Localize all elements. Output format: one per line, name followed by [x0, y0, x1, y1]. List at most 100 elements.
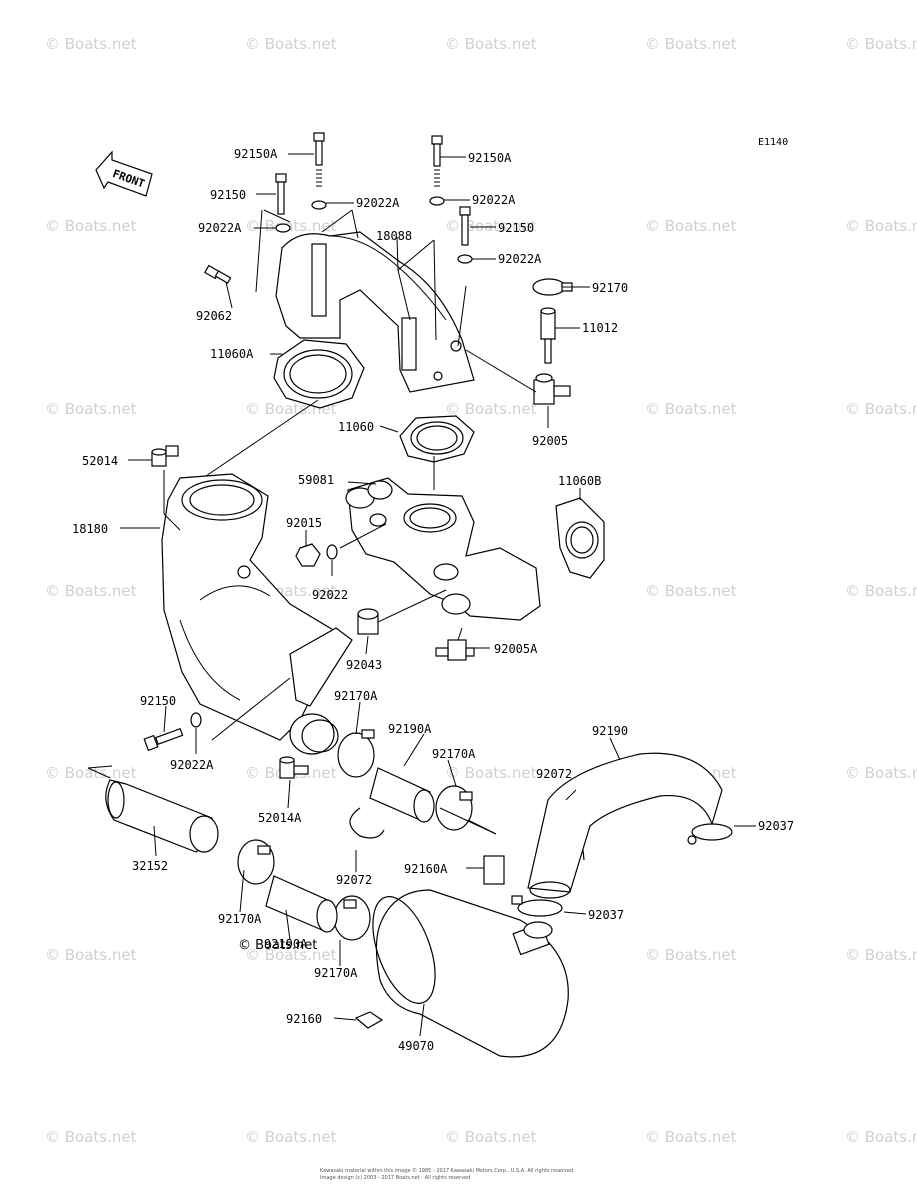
part-label[interactable]: 49070: [398, 1039, 435, 1053]
hose-92190A-2: [265, 875, 338, 933]
gasket-11060B: [555, 497, 605, 579]
diagram-code: E1140: [758, 137, 789, 148]
part-label[interactable]: 11060B: [558, 474, 602, 488]
part-label[interactable]: 92022A: [498, 252, 542, 266]
part-label[interactable]: 92150: [498, 221, 535, 235]
watermark-text: © Boats.net: [445, 400, 537, 418]
clamp-92037-2: [511, 895, 563, 917]
watermark-text: © Boats.net: [45, 1128, 137, 1146]
part-label[interactable]: 92190: [592, 724, 629, 738]
part-label[interactable]: 92170A: [432, 747, 476, 761]
hose-92190: [527, 752, 723, 899]
watermark-text: © Boats.net: [845, 582, 917, 600]
fitting-52014A: [279, 756, 309, 779]
watermark-center: © Boats.net: [238, 938, 318, 953]
part-label[interactable]: 18180: [72, 522, 109, 536]
part-label[interactable]: 92043: [346, 658, 383, 672]
part-label[interactable]: 92170A: [334, 689, 378, 703]
watermark-text: © Boats.net: [45, 400, 137, 418]
watermark-text: © Boats.net: [845, 946, 917, 964]
part-label[interactable]: 92190A: [388, 722, 432, 736]
bolt-92150-left: [275, 173, 287, 215]
gasket-11060A: [273, 339, 365, 409]
watermark-text: © Boats.net: [445, 1128, 537, 1146]
pipe-11012: [540, 307, 556, 364]
part-label[interactable]: 92160: [286, 1012, 323, 1026]
part-label[interactable]: 92005: [532, 434, 569, 448]
gasket-11060: [399, 415, 475, 463]
part-label[interactable]: 92037: [758, 819, 795, 833]
part-label[interactable]: 18088: [376, 229, 413, 243]
clamp-92037-1: [687, 823, 733, 845]
part-label[interactable]: 92190A: [264, 937, 308, 951]
muffler-49070: [372, 889, 569, 1058]
copyright-line-1: Kawasaki material within this image © 19…: [320, 1168, 575, 1174]
part-label[interactable]: 92022A: [472, 193, 516, 207]
clamp-92170A-4: [333, 895, 371, 941]
part-label[interactable]: 92072: [336, 873, 373, 887]
part-label[interactable]: 92170: [592, 281, 629, 295]
spacer-92043: [357, 608, 379, 635]
part-label[interactable]: 92150: [140, 694, 177, 708]
part-label[interactable]: 11012: [582, 321, 619, 335]
bolt-92150A-left: [313, 132, 325, 187]
watermark-text: © Boats.net: [45, 764, 137, 782]
part-label[interactable]: 92150A: [234, 147, 278, 161]
front-arrow-icon: FRONT: [95, 150, 153, 197]
washer-92022: [326, 544, 338, 560]
band-92072-1: [349, 807, 385, 839]
part-label[interactable]: 59081: [298, 473, 335, 487]
pad-92160: [354, 1011, 384, 1029]
watermark-text: © Boats.net: [245, 35, 337, 53]
pipe-32152: [105, 779, 219, 853]
chamber-59081: [345, 477, 541, 621]
leader-lines: [87, 153, 756, 1037]
watermark-text: © Boats.net: [245, 946, 337, 964]
watermark-text: © Boats.net: [645, 1128, 737, 1146]
pad-92160A: [483, 855, 505, 885]
washer-92022A-1: [311, 200, 327, 210]
watermark-text: © Boats.net: [45, 946, 137, 964]
part-label[interactable]: 52014: [82, 454, 119, 468]
fitting-92005A: [435, 639, 475, 661]
part-label[interactable]: 11060A: [210, 347, 254, 361]
part-label[interactable]: 92037: [588, 908, 625, 922]
washer-92022A-4: [457, 254, 473, 264]
watermark-text: © Boats.net: [645, 582, 737, 600]
watermark-text: © Boats.net: [45, 35, 137, 53]
part-label[interactable]: 11060: [338, 420, 375, 434]
washer-92022A-3: [275, 223, 291, 233]
watermark-text: © Boats.net: [445, 35, 537, 53]
part-label[interactable]: 92160A: [404, 862, 448, 876]
part-label[interactable]: 92072: [536, 767, 573, 781]
part-label[interactable]: 92022A: [198, 221, 242, 235]
part-label[interactable]: 32152: [132, 859, 169, 873]
part-label[interactable]: 92005A: [494, 642, 538, 656]
washer-92022A-2: [429, 196, 445, 206]
watermark-text: © Boats.net: [645, 400, 737, 418]
watermark-text: © Boats.net: [845, 35, 917, 53]
part-label[interactable]: 92170A: [314, 966, 358, 980]
watermark-text: © Boats.net: [845, 400, 917, 418]
clamp-92170A-2: [435, 785, 473, 831]
part-label[interactable]: 52014A: [258, 811, 302, 825]
watermark-text: © Boats.net: [845, 217, 917, 235]
watermark-text: © Boats.net: [245, 217, 337, 235]
watermark-text: © Boats.net: [645, 217, 737, 235]
part-label[interactable]: 92022A: [356, 196, 400, 210]
part-label[interactable]: 92062: [196, 309, 233, 323]
part-label[interactable]: 92170A: [218, 912, 262, 926]
part-label[interactable]: 92022: [312, 588, 349, 602]
part-label[interactable]: 92022A: [170, 758, 214, 772]
clamp-92170A-3: [237, 839, 275, 885]
part-label[interactable]: 92015: [286, 516, 323, 530]
watermark-text: © Boats.net: [445, 764, 537, 782]
hose-92190A-1: [369, 767, 435, 823]
watermark-text: © Boats.net: [45, 582, 137, 600]
watermark-text: © Boats.net: [645, 946, 737, 964]
part-label[interactable]: 92150A: [468, 151, 512, 165]
part-label[interactable]: 92150: [210, 188, 247, 202]
fitting-52014: [151, 445, 179, 467]
